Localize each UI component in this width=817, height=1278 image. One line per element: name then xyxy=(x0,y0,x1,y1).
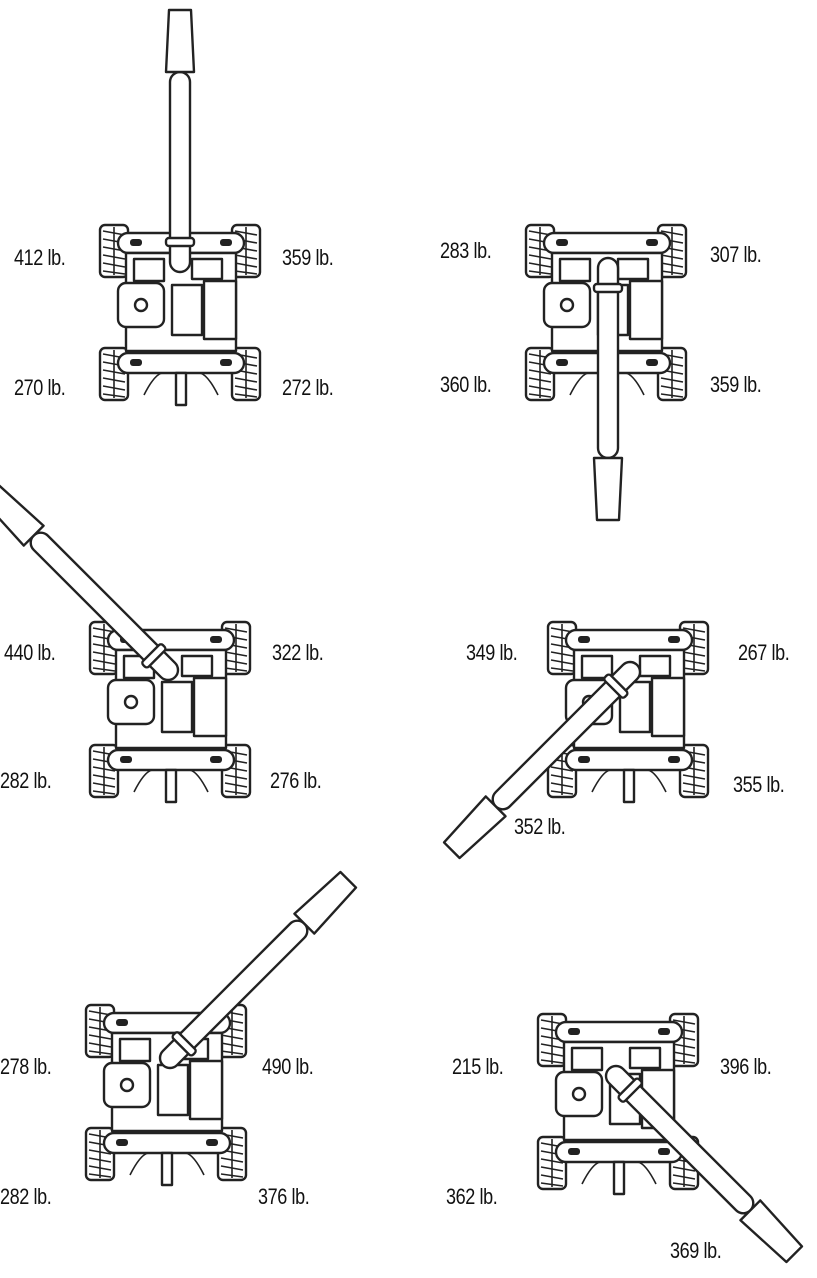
p5-front-left-load: 278 lb. xyxy=(0,1054,52,1079)
panel-1 xyxy=(100,8,260,405)
p4-front-right-load: 267 lb. xyxy=(738,640,790,665)
p3-rear-left-load: 282 lb. xyxy=(0,768,52,793)
panel-6 xyxy=(538,1014,806,1266)
p4-front-left-load: 349 lb. xyxy=(466,640,518,665)
p5-rear-left-load: 282 lb. xyxy=(0,1184,52,1209)
p1-front-right-load: 359 lb. xyxy=(282,245,334,270)
p2-rear-left-load: 360 lb. xyxy=(440,372,492,397)
p1-rear-left-load: 270 lb. xyxy=(14,375,66,400)
p6-front-right-load: 396 lb. xyxy=(720,1054,772,1079)
p1-rear-right-load: 272 lb. xyxy=(282,375,334,400)
p2-front-right-load: 307 lb. xyxy=(710,242,762,267)
p3-rear-right-load: 276 lb. xyxy=(270,768,322,793)
panel-5 xyxy=(86,868,360,1185)
p5-rear-right-load: 376 lb. xyxy=(258,1184,310,1209)
p2-front-left-load: 283 lb. xyxy=(440,238,492,263)
p6-boom-tip-load: 369 lb. xyxy=(670,1238,722,1263)
p4-boom-tip-load: 352 lb. xyxy=(514,814,566,839)
p1-front-left-load: 412 lb. xyxy=(14,245,66,270)
p2-rear-right-load: 359 lb. xyxy=(710,372,762,397)
p5-front-right-load: 490 lb. xyxy=(262,1054,314,1079)
p3-front-left-load: 440 lb. xyxy=(4,640,56,665)
p6-front-left-load: 215 lb. xyxy=(452,1054,504,1079)
p3-front-right-load: 322 lb. xyxy=(272,640,324,665)
boom-5 xyxy=(151,868,360,1077)
boom-1 xyxy=(164,8,196,274)
panel-2 xyxy=(526,225,686,522)
p6-rear-left-load: 362 lb. xyxy=(446,1184,498,1209)
p4-rear-right-load: 355 lb. xyxy=(733,772,785,797)
boom-2 xyxy=(592,256,624,522)
